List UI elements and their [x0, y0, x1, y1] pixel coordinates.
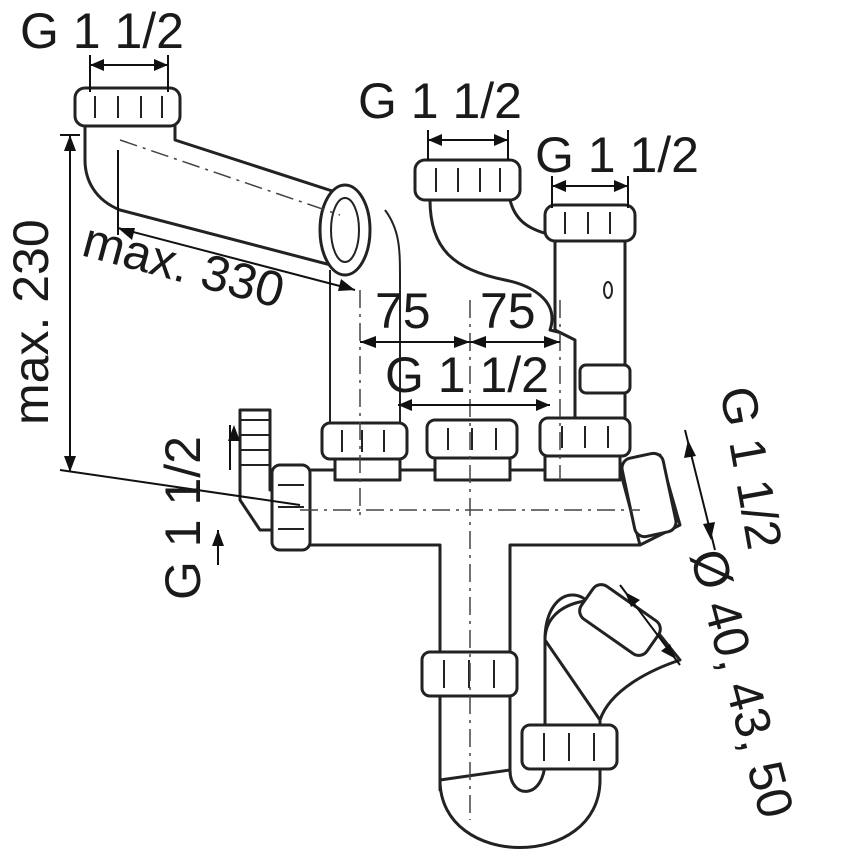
arm-end-cap: [318, 183, 372, 277]
nut-hose-connector: [270, 463, 312, 552]
label-thread-hose-inlet: G 1 1/2: [155, 436, 211, 600]
telescopic-arm: [83, 118, 401, 430]
nut-right-riser: [578, 363, 632, 395]
nut-manifold-right: [538, 416, 632, 458]
nut-trap-lower: [520, 723, 619, 771]
label-thread-manifold: G 1 1/2: [385, 347, 549, 403]
label-thread-top-right: G 1 1/2: [535, 127, 699, 183]
label-outlet-diameters: Ø 40, 43, 50: [679, 543, 804, 823]
center-lines: [300, 290, 640, 820]
right-riser-pipe: [553, 233, 627, 432]
nut-top-middle: [413, 158, 522, 202]
dimension-lines: [59, 55, 716, 666]
nut-manifold-middle: [425, 418, 519, 460]
label-spacing-right: 75: [480, 283, 536, 339]
label-thread-top-left: G 1 1/2: [20, 3, 184, 59]
telescopic-arm-pipe: [83, 118, 362, 272]
label-spacing-left: 75: [375, 283, 431, 339]
label-thread-top-middle: G 1 1/2: [358, 73, 522, 129]
label-max-height: max. 230: [3, 219, 59, 425]
nut-right-outlet: [620, 451, 678, 539]
nut-top-right: [543, 203, 637, 243]
nut-top-left: [73, 86, 182, 128]
nut-manifold-left: [320, 421, 409, 461]
label-thread-right-outlet: G 1 1/2: [709, 382, 793, 553]
hose-barb-ribs: [240, 419, 270, 466]
